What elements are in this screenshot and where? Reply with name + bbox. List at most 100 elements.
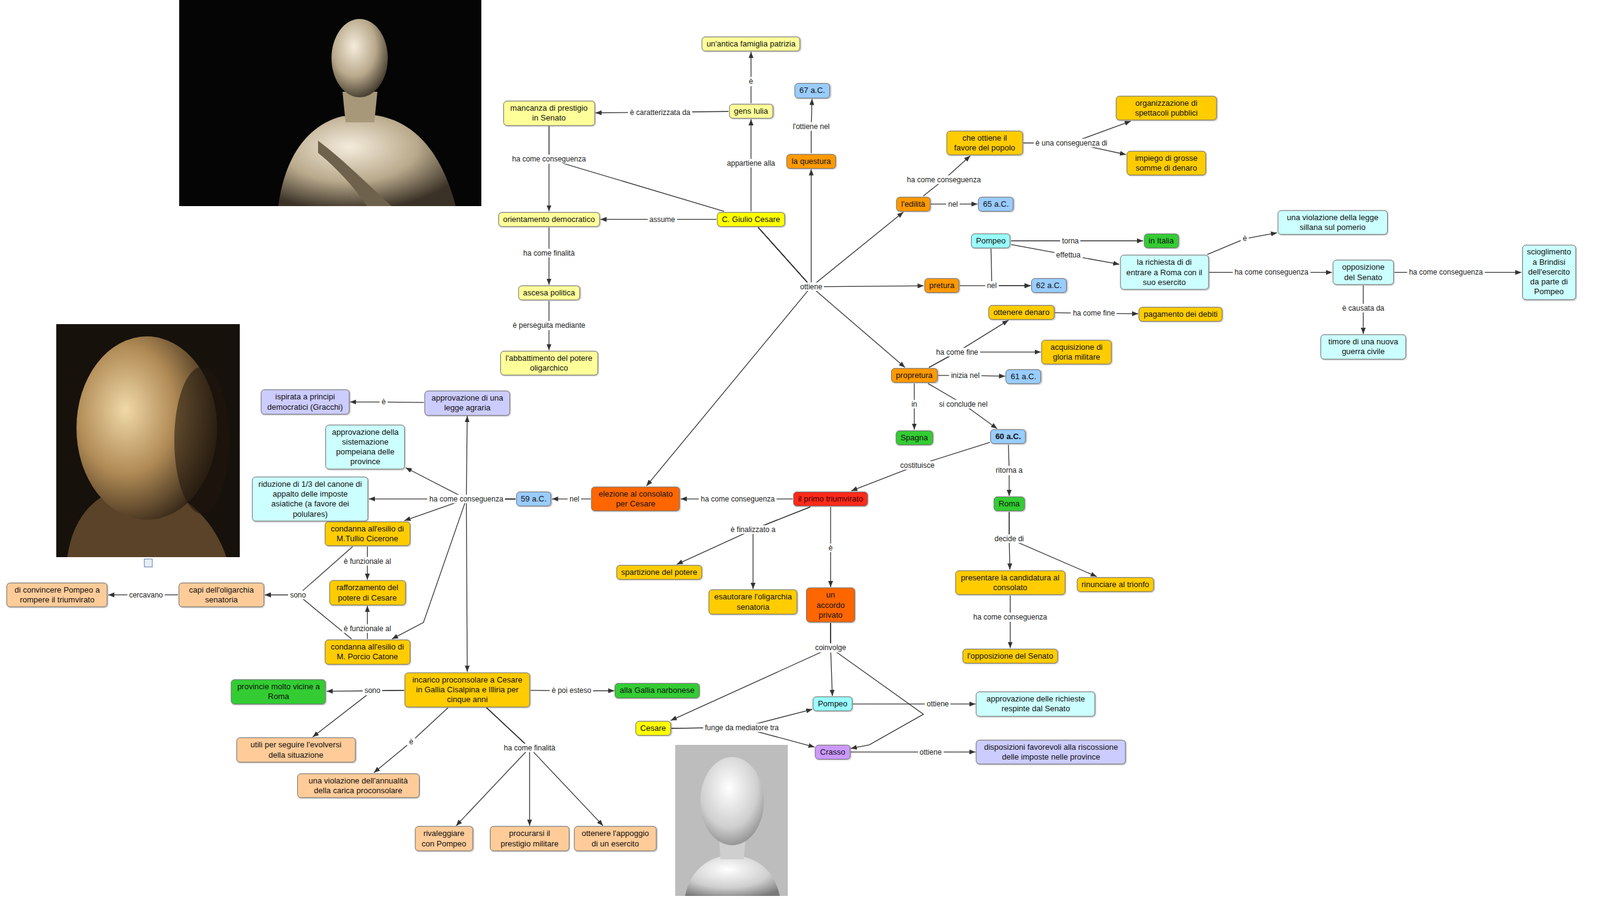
concept-box: 61 a.C.	[1005, 369, 1041, 385]
concept-box: spartizione del potere	[616, 565, 703, 580]
concept-box: C. Giulio Cesare	[716, 212, 785, 227]
concept-text: impiego di grosse somme di denaro	[1131, 153, 1202, 174]
concept-text: 60 a.C.	[995, 431, 1021, 442]
connector	[549, 125, 725, 212]
concept-text: una violazione dell'annualità della cari…	[302, 775, 415, 796]
link-label: nel	[946, 199, 960, 208]
concept-box: approvazione di una legge agraria	[424, 390, 511, 416]
connector	[466, 499, 515, 673]
concept-box: utili per seguire l'evolversi della situ…	[236, 737, 356, 763]
concept-text: una violazione della legge sillana sul p…	[1282, 212, 1383, 233]
connector	[752, 507, 811, 589]
concept-text: l'edilità	[901, 199, 926, 210]
link-label: è	[1240, 234, 1249, 243]
link-label: ha come conseguenza	[905, 174, 983, 184]
link-label: torna	[1059, 236, 1081, 246]
head-shadow	[174, 366, 230, 514]
concept-text: 59 a.C.	[521, 494, 547, 504]
concept-box: presentare la candidatura al consolato	[955, 570, 1066, 596]
concept-text: alla Gallia narbonese	[619, 685, 695, 696]
concept-text: un accordo privato	[811, 590, 851, 621]
concept-box: condanna all'esilio di M.Tullio Cicerone	[324, 521, 411, 547]
connector	[1009, 595, 1011, 649]
link-label: è funzionale al	[341, 556, 393, 566]
concept-text: scioglimento a Brindisi dell'esercito da…	[1526, 247, 1571, 298]
connector	[670, 623, 831, 721]
concept-box: esautorare l'oligarchia senatoria	[708, 589, 798, 615]
connector	[990, 248, 1031, 286]
connector	[1009, 511, 1097, 577]
concept-box: propretura	[891, 368, 938, 383]
concept-box: il primo triumvirato	[793, 491, 868, 507]
concept-box: l'edilità	[896, 196, 931, 212]
concept-box: Pompeo	[971, 233, 1011, 249]
concept-box: rafforzamento del potere di Cesare	[329, 580, 406, 606]
concept-box: capi dell'oligarchia senatoria	[178, 582, 265, 608]
concept-box: opposizione del Senato	[1332, 259, 1394, 286]
concept-text: l'abbattimento del potere oligarchico	[505, 353, 594, 374]
concept-text: ascesa politica	[522, 288, 575, 298]
concept-box: disposizioni favorevoli alla riscossione…	[976, 739, 1126, 765]
concept-box: acquisizione di gloria militare	[1041, 339, 1112, 365]
link-label: ha come fine	[934, 347, 981, 356]
concept-text: un'antica famiglia patrizia	[706, 39, 796, 49]
link-label: ottiene	[924, 699, 951, 709]
concept-text: in Italia	[1148, 236, 1174, 246]
concept-box: 60 a.C.	[990, 429, 1026, 445]
link-label: si conclude nel	[937, 399, 989, 408]
concept-text: pretura	[929, 280, 955, 291]
connector	[486, 707, 604, 826]
concept-text: rafforzamento del potere di Cesare	[333, 582, 401, 604]
concept-text: la richiesta di di entrare a Roma con il…	[1124, 257, 1204, 288]
concept-box: 65 a.C.	[977, 196, 1014, 212]
link-label: sono	[362, 686, 383, 695]
concept-text: acquisizione di gloria militare	[1046, 341, 1108, 363]
concept-box: approvazione della sistemazione pompeian…	[325, 424, 405, 470]
concept-box: timore di una nuova guerra civile	[1320, 334, 1407, 360]
concept-box: approvazione delle richieste respinte da…	[976, 691, 1096, 717]
connector	[392, 499, 516, 640]
link-label: cercavano	[127, 590, 165, 599]
concept-box: un accordo privato	[806, 587, 856, 623]
concept-box: Roma	[993, 496, 1026, 512]
concept-box: alla Gallia narbonese	[614, 683, 700, 698]
concept-box: scioglimento a Brindisi dell'esercito da…	[1521, 245, 1576, 300]
bust-head	[331, 18, 388, 98]
concept-text: Spagna	[900, 433, 928, 443]
concept-box: ascesa politica	[518, 285, 580, 301]
link-label: è	[379, 397, 388, 407]
concept-box: 62 a.C.	[1031, 278, 1067, 293]
concept-box: la richiesta di di entrare a Roma con il…	[1119, 255, 1209, 290]
concept-text: timore di una nuova guerra civile	[1325, 337, 1402, 358]
link-label: è	[826, 543, 835, 553]
concept-box: Crasso	[815, 744, 851, 760]
portrait-frame	[675, 744, 788, 897]
concept-text: 67 a.C.	[799, 85, 826, 96]
connector	[466, 415, 515, 500]
concept-text: gens Iulia	[733, 106, 769, 117]
link-label: funge da mediatore tra	[703, 722, 782, 732]
concept-text: utili per seguire l'evolversi della situ…	[240, 740, 351, 761]
concept-text: disposizioni favorevoli alla riscossione…	[981, 741, 1122, 763]
connector	[830, 623, 924, 749]
link-label: è perseguita mediante	[510, 321, 588, 330]
concept-box: mancanza di prestigio in Senato	[503, 100, 596, 126]
concept-box: Pompeo	[812, 696, 852, 712]
concept-box: Cesare	[635, 721, 671, 736]
concept-text: orientamento democratico	[502, 214, 595, 225]
concept-box: rivaleggiare con Pompeo	[414, 826, 473, 852]
link-label: è	[407, 737, 416, 747]
concept-box: Spagna	[895, 430, 933, 446]
concept-text: mancanza di prestigio in Senato	[508, 103, 591, 124]
bust-shoulders	[685, 855, 780, 897]
connector	[486, 707, 530, 826]
concept-text: propretura	[896, 370, 933, 381]
concept-text: ottenere denaro	[993, 307, 1050, 317]
concept-text: 61 a.C.	[1010, 371, 1037, 382]
concept-text: Roma	[998, 499, 1021, 509]
concept-text: spartizione del potere	[621, 567, 698, 578]
concept-box: procurarsi il prestigio militare	[489, 826, 570, 852]
concept-box: incarico proconsolare a Cesare in Gallia…	[404, 672, 531, 708]
concept-box: riduzione di 1/3 del canone di appalto d…	[251, 476, 369, 522]
concept-box: condanna all'esilio di M. Porcio Catone	[324, 639, 411, 665]
